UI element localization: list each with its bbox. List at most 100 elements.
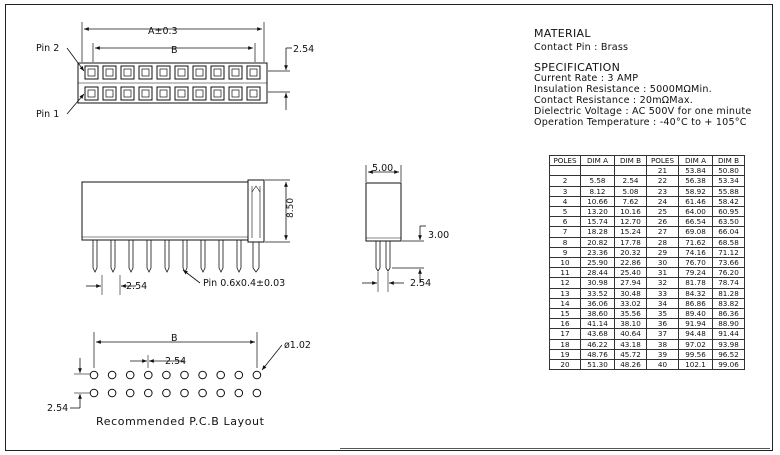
pcb-hole bbox=[89, 370, 99, 380]
table-cell: 2.54 bbox=[614, 175, 647, 187]
table-cell: 25.90 bbox=[580, 257, 615, 269]
table-cell: 89.40 bbox=[678, 308, 713, 320]
contact-hole bbox=[105, 68, 114, 77]
table-cell: 10.66 bbox=[580, 195, 615, 208]
pitch-label: 2.54 bbox=[293, 44, 314, 55]
table-cell: 5.58 bbox=[580, 175, 615, 187]
contact-square bbox=[210, 65, 225, 80]
contact-hole bbox=[231, 68, 240, 77]
contact-hole bbox=[213, 68, 222, 77]
table-cell: 12 bbox=[549, 277, 581, 289]
table-cell bbox=[549, 165, 581, 177]
header-cell: DIM B bbox=[712, 154, 745, 167]
pcb-hole-label: ø1.02 bbox=[284, 340, 311, 351]
table-cell: 86.36 bbox=[712, 308, 745, 320]
table-cell: 78.74 bbox=[712, 277, 745, 289]
pin-tip bbox=[128, 267, 134, 273]
table-cell: 31 bbox=[646, 267, 679, 279]
pcb-hole bbox=[180, 388, 189, 398]
pin-tip bbox=[92, 267, 98, 273]
table-cell: 29 bbox=[646, 246, 679, 259]
contact-square bbox=[192, 86, 207, 101]
contact-hole bbox=[177, 89, 186, 98]
table-cell: 38.60 bbox=[580, 308, 615, 320]
table-cell: 99.56 bbox=[678, 348, 713, 361]
front-view-body bbox=[81, 181, 249, 241]
table-cell: 17 bbox=[549, 328, 581, 340]
pcb-hole bbox=[107, 388, 117, 398]
contact-square bbox=[84, 65, 99, 80]
pcb-layout bbox=[70, 332, 283, 409]
table-cell: 14 bbox=[549, 297, 581, 310]
table-cell: 68.58 bbox=[712, 236, 745, 248]
pin-tip bbox=[236, 267, 242, 273]
table-cell: 35.56 bbox=[614, 308, 647, 320]
contact-square bbox=[102, 86, 117, 101]
table-cell: 20.32 bbox=[614, 246, 647, 259]
table-cell bbox=[614, 165, 647, 177]
table-cell: 5 bbox=[549, 206, 581, 218]
pcb-hole bbox=[180, 370, 189, 380]
contact-square bbox=[228, 86, 243, 101]
pin1-label: Pin 1 bbox=[36, 109, 59, 120]
contact-hole bbox=[87, 68, 96, 77]
table-cell: 27 bbox=[646, 226, 679, 238]
spec-line: Current Rate : 3 AMP bbox=[534, 73, 639, 84]
table-cell: 96.52 bbox=[712, 348, 745, 361]
table-cell: 50.80 bbox=[712, 165, 745, 177]
spec-line: Dielectric Voltage : AC 500V for one min… bbox=[534, 106, 752, 117]
contact-square bbox=[228, 65, 243, 80]
table-cell: 15.24 bbox=[614, 226, 647, 238]
header-cell: POLES bbox=[646, 154, 679, 167]
table-cell: 12.70 bbox=[614, 216, 647, 228]
contact-square bbox=[174, 65, 189, 80]
contact-section bbox=[247, 179, 265, 243]
contact-hole bbox=[105, 89, 114, 98]
pcb-hole bbox=[144, 388, 153, 398]
contact-hole bbox=[195, 89, 204, 98]
pcb-b-label: B bbox=[171, 333, 178, 344]
table-cell: 33.02 bbox=[614, 297, 647, 310]
pcb-hole bbox=[89, 388, 99, 398]
table-cell: 36.06 bbox=[580, 297, 615, 310]
table-cell: 33.52 bbox=[580, 287, 615, 299]
table-cell: 9 bbox=[549, 246, 581, 259]
pcb-hole bbox=[216, 388, 225, 398]
table-cell: 19 bbox=[549, 348, 581, 361]
specification-title: SPECIFICATION bbox=[534, 61, 621, 74]
table-cell: 15.74 bbox=[580, 216, 615, 228]
pin-tip bbox=[110, 267, 116, 273]
table-cell: 73.66 bbox=[712, 257, 745, 269]
table-cell: 36 bbox=[646, 318, 679, 330]
pcb-hole bbox=[252, 388, 262, 398]
pcb-hole bbox=[162, 388, 171, 398]
table-cell: 26 bbox=[646, 216, 679, 228]
height-label: 8.50 bbox=[286, 198, 296, 218]
pcb-row-pitch-label: 2.54 bbox=[47, 403, 68, 414]
table-cell: 60.95 bbox=[712, 206, 745, 218]
table-cell: 81.28 bbox=[712, 287, 745, 299]
contact-square bbox=[138, 86, 153, 101]
contact-square bbox=[174, 86, 189, 101]
table-cell: 30.48 bbox=[614, 287, 647, 299]
front-view bbox=[81, 179, 290, 295]
pcb-hole bbox=[125, 388, 135, 398]
table-cell: 91.94 bbox=[678, 318, 713, 330]
header-cell: DIM B bbox=[614, 154, 647, 167]
table-cell: 97.02 bbox=[678, 338, 713, 350]
table-cell: 53.34 bbox=[712, 175, 745, 187]
contact-hole bbox=[123, 89, 132, 98]
table-cell: 46.22 bbox=[580, 338, 615, 350]
contact-hole bbox=[213, 89, 222, 98]
table-cell: 21 bbox=[646, 165, 679, 177]
table-cell: 10.16 bbox=[614, 206, 647, 218]
table-cell: 48.26 bbox=[614, 359, 647, 371]
